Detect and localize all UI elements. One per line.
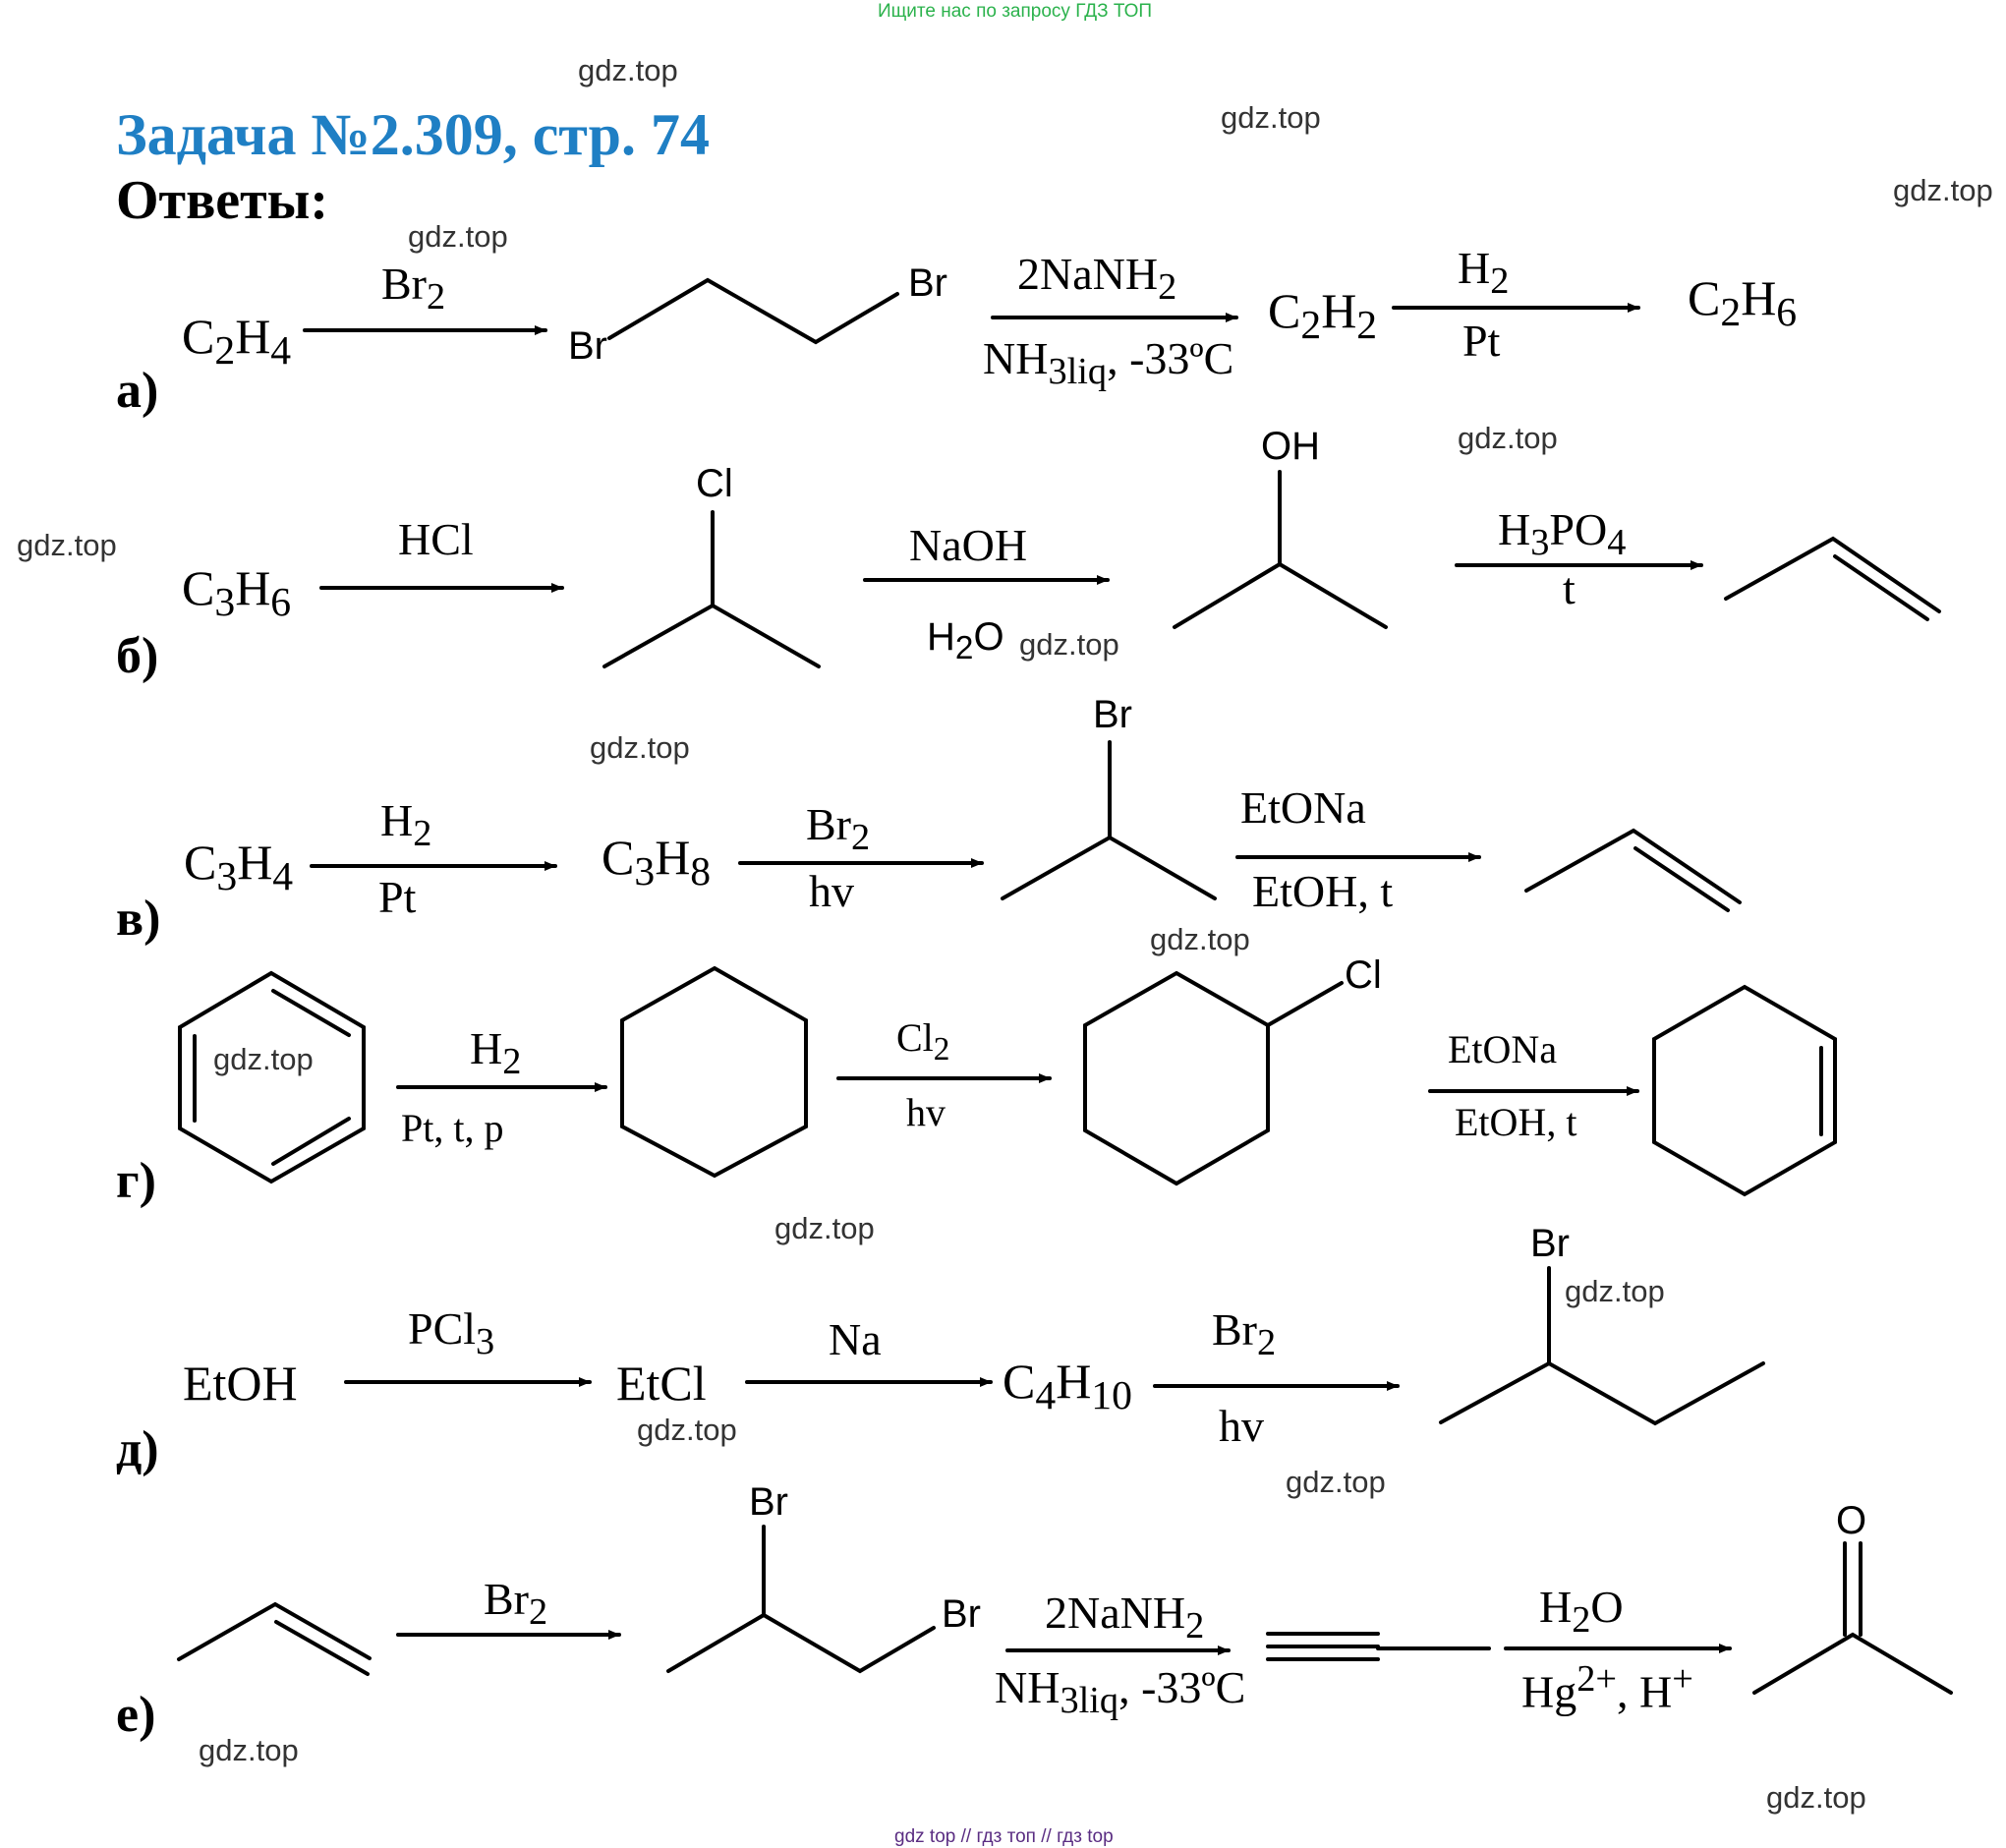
- dibromoethane-bonds: [607, 277, 899, 345]
- watermark: gdz.top: [408, 219, 508, 254]
- reagent-d3-bottom: hv: [1219, 1401, 1264, 1451]
- reagent-b3-top: H3PO4: [1498, 504, 1627, 564]
- formula-c3h4: C3H4: [184, 835, 294, 899]
- reagent-b2-top: NaOH: [909, 520, 1028, 570]
- benzene-ring: [178, 970, 366, 1184]
- footer-separator: //: [960, 1826, 972, 1847]
- reagent-e2-top: 2NaNH2: [1045, 1588, 1205, 1647]
- reagent-g1-bottom: Pt, t, p: [401, 1106, 504, 1150]
- cyclohexane-ring: [620, 965, 808, 1179]
- reagent-v1-top: H2: [380, 795, 432, 855]
- atom-br-d: Br: [1530, 1222, 1570, 1265]
- footer-link-gdz-top[interactable]: gdz top: [894, 1826, 956, 1847]
- footer-separator: //: [1041, 1826, 1052, 1847]
- formula-c2h6: C2H6: [1688, 270, 1798, 335]
- reagent-g3-top: EtONa: [1448, 1027, 1558, 1071]
- reagent-a2-top: 2NaNH2: [1017, 249, 1177, 309]
- propene-v-bonds: [1524, 828, 1742, 904]
- reagent-e2-bottom: NH3liq, -33ºC: [995, 1662, 1246, 1722]
- bromobutane-bonds: [1439, 1360, 1765, 1426]
- watermark: gdz.top: [1458, 421, 1558, 455]
- reagent-v2-top: Br2: [806, 799, 871, 859]
- reagent-d2-top: Na: [829, 1314, 882, 1364]
- formula-c4h10: C4H10: [1003, 1354, 1132, 1418]
- watermark: gdz.top: [774, 1211, 875, 1245]
- reagent-b1-top: HCl: [398, 514, 474, 564]
- chloropropane-bonds: [602, 603, 821, 668]
- reagent-g2-bottom: hv: [906, 1090, 946, 1134]
- watermark: gdz.top: [1893, 173, 1993, 207]
- formula-c3h8: C3H8: [602, 830, 712, 895]
- atom-o: O: [1836, 1499, 1867, 1542]
- reagent-a3-bottom: Pt: [1462, 316, 1501, 366]
- formula-etoh: EtOH: [183, 1356, 298, 1411]
- reagent-d3-top: Br2: [1212, 1304, 1277, 1364]
- label-g: г): [116, 1153, 156, 1209]
- reagent-v3-bottom: EtOH, t: [1252, 866, 1394, 916]
- answers-heading: Ответы:: [116, 170, 329, 231]
- watermark: gdz.top: [199, 1733, 299, 1767]
- watermark: gdz.top: [1221, 100, 1321, 135]
- label-v: в): [116, 891, 161, 947]
- watermark: gdz.top: [213, 1042, 314, 1076]
- atom-br-right: Br: [908, 261, 947, 305]
- watermark: gdz.top: [590, 730, 690, 765]
- label-d: д): [116, 1421, 159, 1477]
- label-b: б): [116, 628, 159, 684]
- formula-c3h6: C3H6: [182, 560, 292, 625]
- reagent-e3-bottom: Hg2+, H+: [1521, 1658, 1693, 1717]
- reagent-e1-top: Br2: [484, 1574, 548, 1634]
- reagent-g3-bottom: EtOH, t: [1455, 1100, 1577, 1144]
- reagent-b3-bottom: t: [1563, 563, 1576, 613]
- reagent-v1-bottom: Pt: [378, 872, 417, 922]
- formula-c2h4: C2H4: [182, 309, 292, 374]
- watermark: gdz.top: [1286, 1465, 1386, 1499]
- propene-e-bonds: [177, 1601, 372, 1661]
- formula-c2h2: C2H2: [1268, 283, 1378, 348]
- acetone-bonds: [1752, 1632, 1953, 1695]
- reagent-a1-top: Br2: [381, 259, 446, 318]
- footer-links: gdz top // гдз топ // гдз top: [894, 1826, 1114, 1848]
- reagent-e3-top: H2O: [1539, 1582, 1624, 1642]
- watermark: gdz.top: [17, 528, 117, 562]
- atom-br-left: Br: [568, 324, 607, 368]
- reagent-a2-bottom: NH3liq, -33ºC: [983, 333, 1234, 393]
- watermark: gdz.top: [1019, 627, 1119, 662]
- watermark: gdz.top: [1150, 922, 1250, 956]
- watermark: gdz.top: [1766, 1780, 1866, 1815]
- reagent-d1-top: PCl3: [408, 1303, 495, 1363]
- reagent-g1-top: H2: [470, 1023, 522, 1083]
- label-a: а): [116, 363, 159, 419]
- watermark: gdz.top: [578, 53, 678, 87]
- watermark: gdz.top: [1565, 1274, 1665, 1308]
- propanol-bonds: [1173, 561, 1388, 629]
- label-e: е): [116, 1687, 156, 1743]
- atom-br-v: Br: [1093, 693, 1132, 736]
- footer-link-gdz-top-mixed[interactable]: гдз top: [1057, 1826, 1114, 1847]
- top-banner[interactable]: Ищите нас по запросу ГДЗ ТОП: [878, 1, 1153, 22]
- cyclohexene-ring: [1652, 984, 1837, 1197]
- watermark: gdz.top: [637, 1413, 737, 1447]
- dibromopropane-bonds: [666, 1612, 936, 1674]
- atom-cl-b: Cl: [696, 462, 733, 505]
- reagent-g2-top: Cl2: [896, 1015, 950, 1068]
- atom-oh: OH: [1261, 425, 1320, 468]
- bromopropane-bonds: [1001, 835, 1217, 900]
- reagent-v2-bottom: hv: [809, 866, 854, 916]
- atom-br-e-right: Br: [942, 1592, 981, 1636]
- formula-etcl: EtCl: [616, 1356, 707, 1411]
- propene-b-bonds: [1724, 536, 1941, 613]
- reagent-a3-top: H2: [1458, 243, 1510, 303]
- atom-br-e-top: Br: [749, 1480, 788, 1524]
- page-title: Задача №2.309, стр. 74: [116, 102, 710, 167]
- reagent-v3-top: EtONa: [1240, 782, 1366, 833]
- chlorocyclohexane-ring: [1083, 970, 1270, 1186]
- footer-link-gdz-top-ru[interactable]: гдз топ: [976, 1826, 1036, 1847]
- atom-cl-g: Cl: [1345, 953, 1382, 997]
- reagent-b2-bottom: H2O: [927, 615, 1004, 666]
